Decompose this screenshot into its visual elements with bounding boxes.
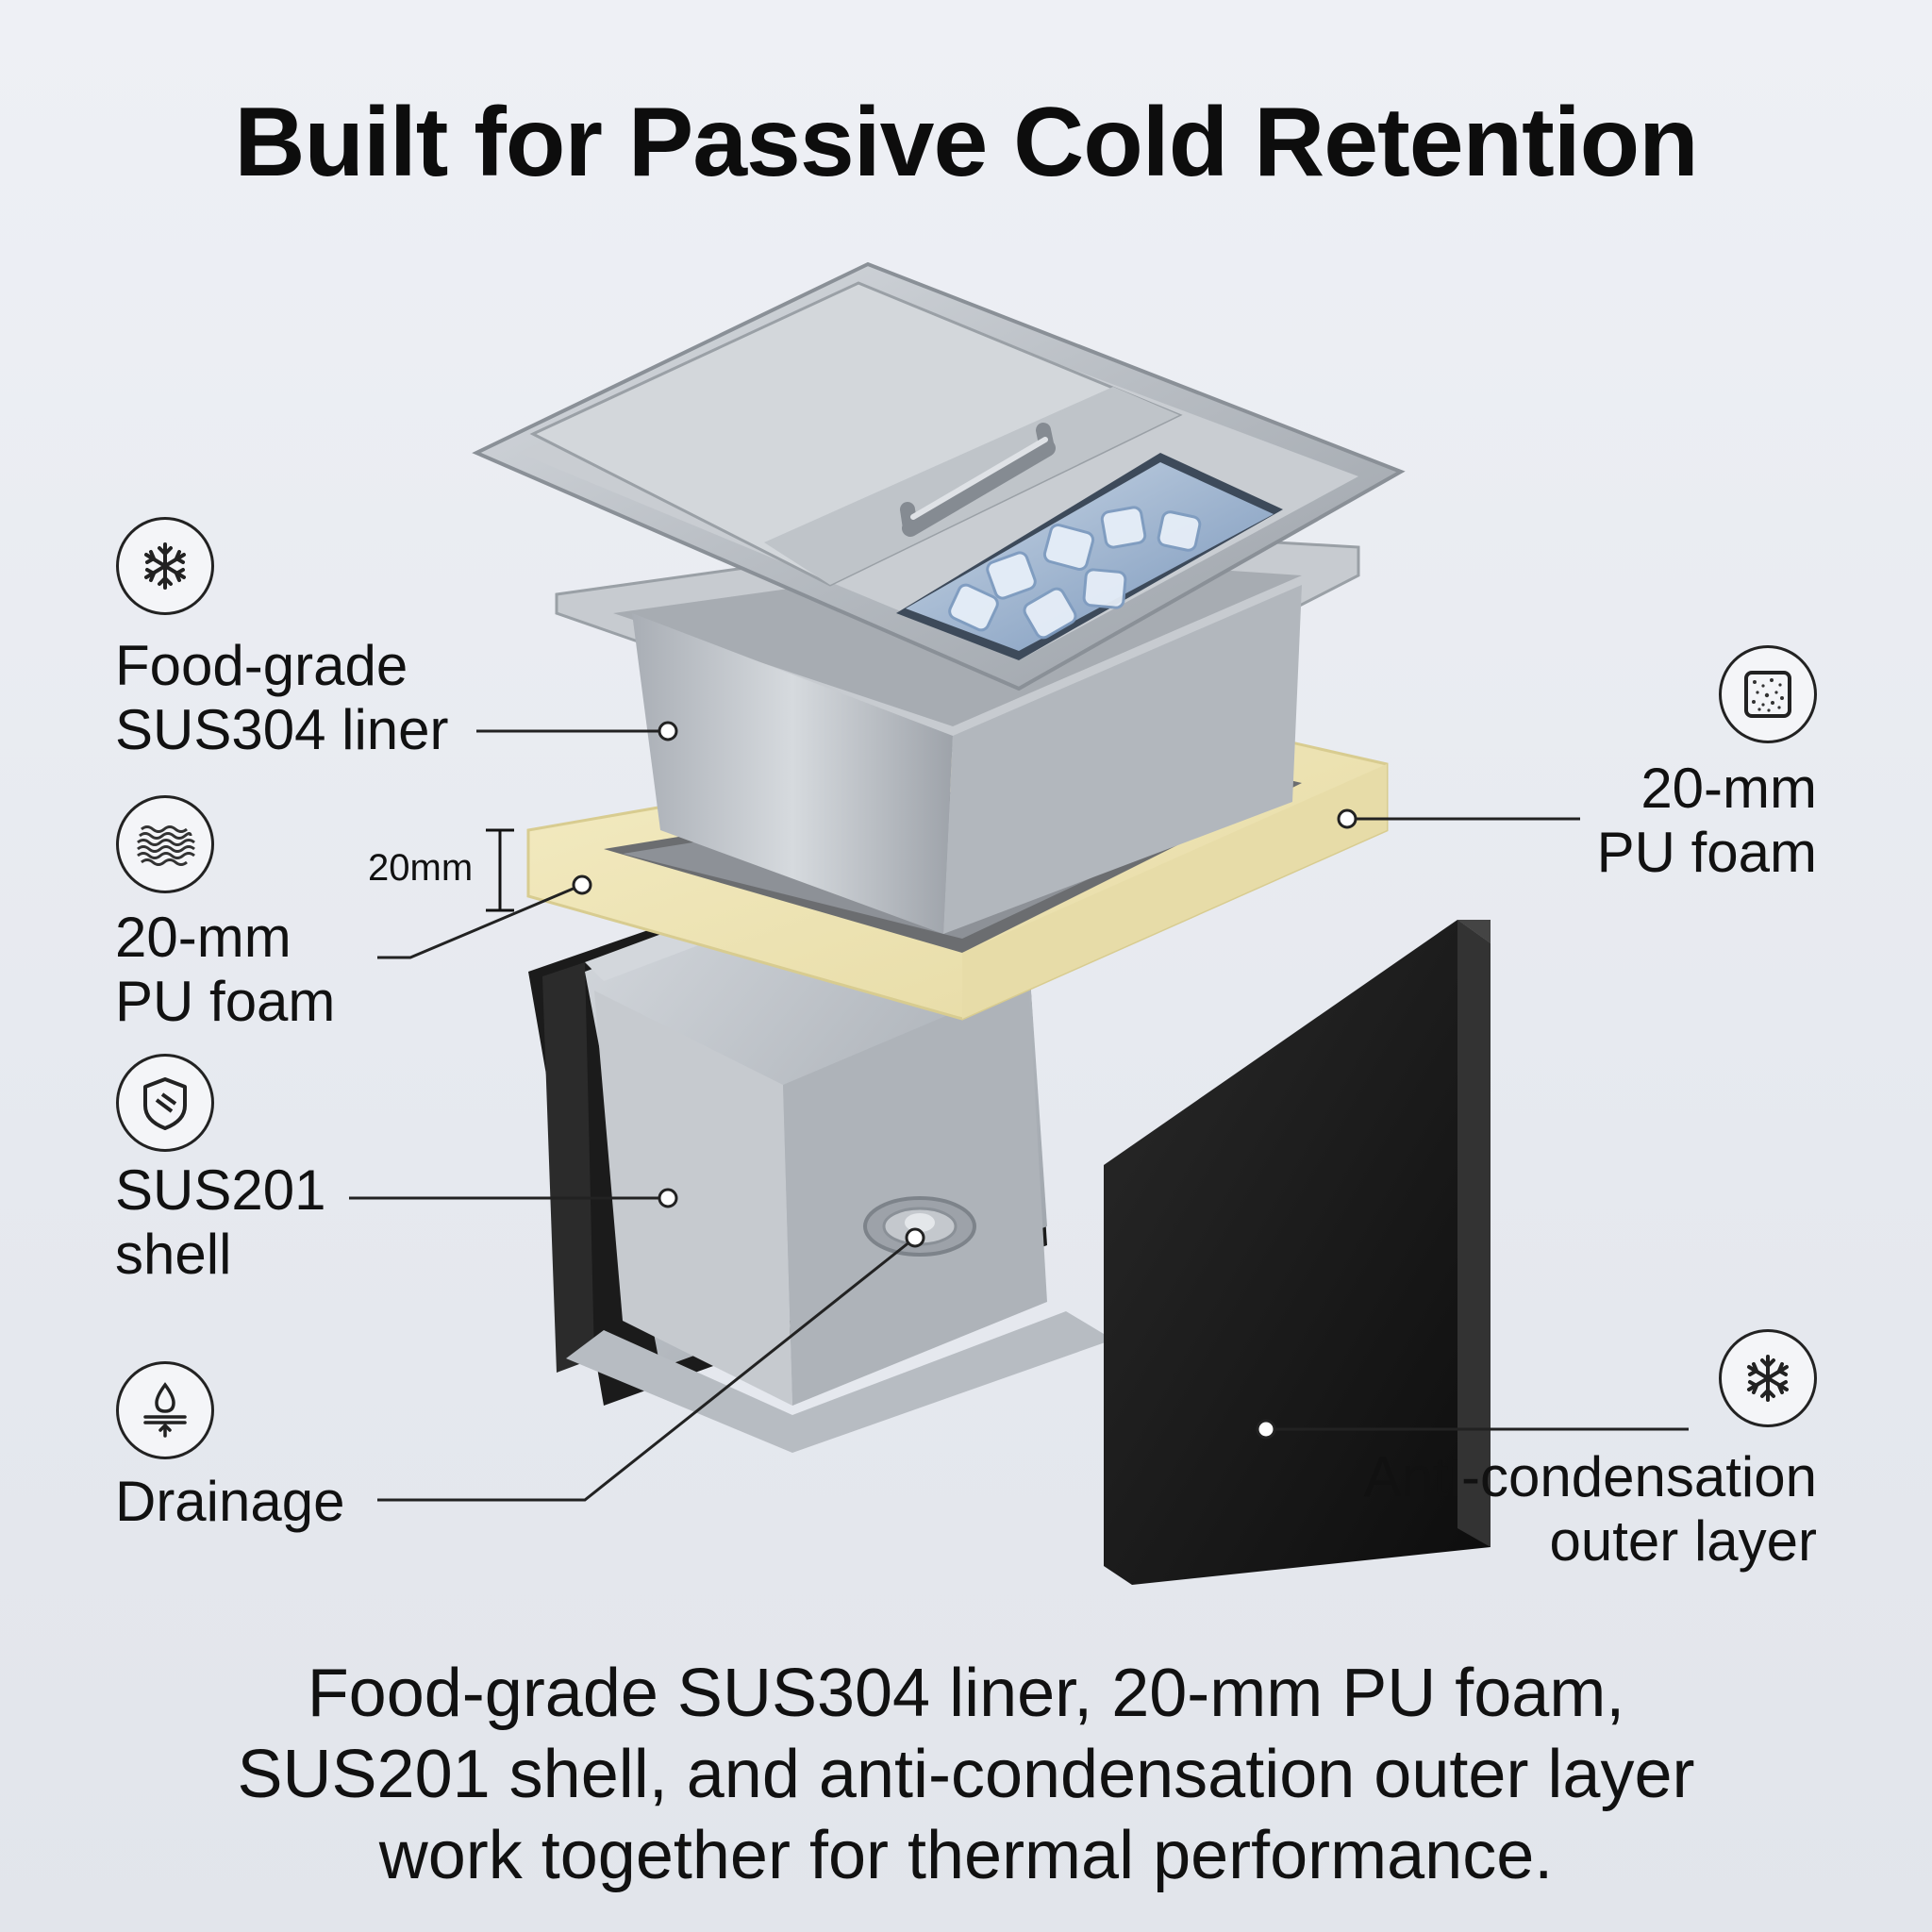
dimension-marker (486, 828, 514, 912)
drainage-label: Drainage (115, 1470, 345, 1533)
water-drop-icon (116, 1361, 214, 1459)
snowflake-icon (116, 517, 214, 615)
lid-assembly (472, 261, 1406, 691)
liner-label: Food-grade SUS304 liner (115, 634, 449, 761)
page-title: Built for Passive Cold Retention (234, 88, 1698, 197)
foam-texture-icon (1719, 645, 1817, 743)
shell-assembly (528, 802, 1113, 1453)
leader-dots (572, 721, 1357, 1440)
leader-lines (349, 729, 1689, 1502)
shield-icon (116, 1054, 214, 1152)
outer-layer-label: Anti-condensation outer layer (1363, 1445, 1817, 1573)
shell-label: SUS201 shell (115, 1158, 326, 1286)
summary-caption: Food-grade SUS304 liner, 20-mm PU foam, … (237, 1656, 1695, 1893)
outer-panel (1104, 920, 1491, 1585)
snowflake-icon (1719, 1329, 1817, 1427)
foam-left-label: 20-mm PU foam (115, 906, 336, 1033)
wave-texture-icon (116, 795, 214, 893)
foam-right-label: 20-mm PU foam (1596, 757, 1817, 884)
dimension-label: 20mm (368, 847, 474, 889)
